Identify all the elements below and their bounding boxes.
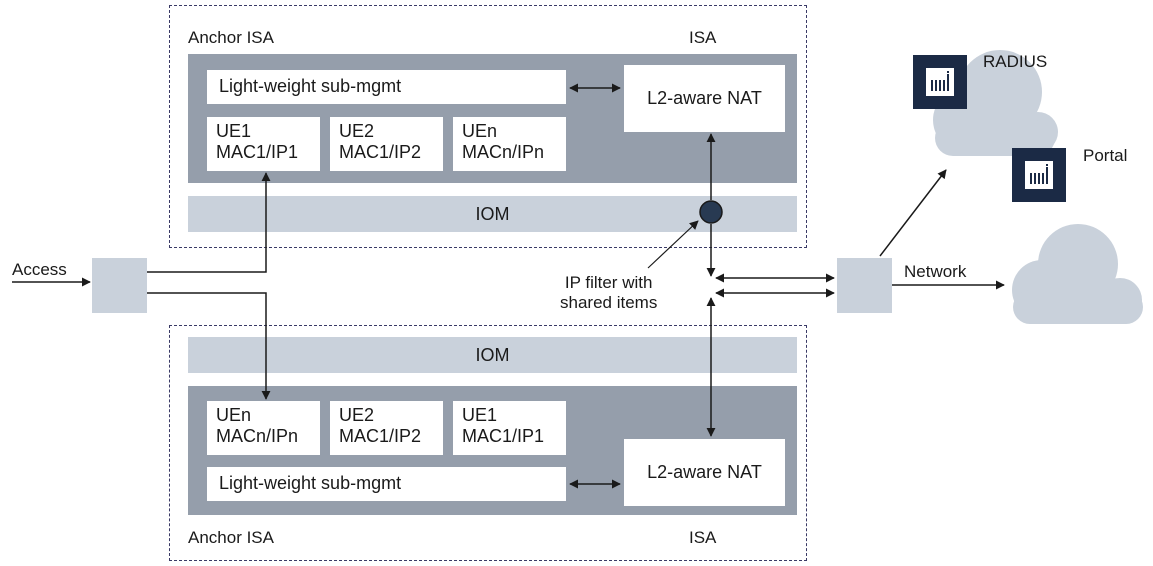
top-sub-mgmt-box: Light-weight sub-mgmt xyxy=(207,70,566,104)
top-ue-name: UEn xyxy=(462,121,498,141)
network-node xyxy=(837,258,892,313)
ip-filter-label: IP filter with shared items xyxy=(560,273,657,313)
top-ue-box-1: UE1 MAC1/IP1 xyxy=(207,117,320,171)
access-label: Access xyxy=(12,260,67,279)
access-to-top-arrow xyxy=(147,172,271,273)
portal-server-icon xyxy=(1012,148,1066,202)
ip-filter-node xyxy=(699,200,723,224)
radius-server-icon xyxy=(913,55,967,109)
bottom-anchor-isa-label: Anchor ISA xyxy=(188,528,274,547)
access-node xyxy=(92,258,147,313)
bottom-ue-box-1: UEn MACn/IPn xyxy=(207,401,320,455)
radius-cloud xyxy=(933,50,1058,156)
bottom-ue-address: MAC1/IP2 xyxy=(339,426,422,446)
top-ue-name: UE2 xyxy=(339,121,375,141)
radius-label: RADIUS xyxy=(983,52,1048,71)
network-to-radius-arrow xyxy=(879,169,947,257)
bottom-ue-address: MACn/IPn xyxy=(216,426,299,446)
top-nat-label: L2-aware NAT xyxy=(647,88,762,108)
ip-filter-line1: IP filter with xyxy=(564,273,653,292)
bottom-ue-name: UE2 xyxy=(339,405,375,425)
bottom-iom-bar: IOM xyxy=(188,337,797,373)
top-iom-label: IOM xyxy=(475,203,510,224)
top-ue-box-3: UEn MACn/IPn xyxy=(453,117,566,171)
bottom-ue-box-2: UE2 MAC1/IP2 xyxy=(330,401,443,455)
portal-label: Portal xyxy=(1083,146,1128,165)
top-anchor-group xyxy=(169,5,807,248)
top-nat-box: L2-aware NAT xyxy=(624,65,785,132)
top-ue-name: UE1 xyxy=(216,121,252,141)
network-label: Network xyxy=(904,262,967,281)
bottom-iom-label: IOM xyxy=(475,344,510,365)
bottom-nat-box: L2-aware NAT xyxy=(624,439,785,506)
bottom-ue-address: MAC1/IP1 xyxy=(462,426,545,446)
bottom-ue-name: UEn xyxy=(216,405,252,425)
top-ue-box-2: UE2 MAC1/IP2 xyxy=(330,117,443,171)
top-isa-label: ISA xyxy=(689,28,717,47)
top-ue-address: MACn/IPn xyxy=(462,142,545,162)
bottom-sub-mgmt-label: Light-weight sub-mgmt xyxy=(219,473,402,493)
bottom-anchor-group xyxy=(169,325,807,561)
top-ue-address: MAC1/IP1 xyxy=(216,142,299,162)
bottom-sub-mgmt-box: Light-weight sub-mgmt xyxy=(207,467,566,501)
bottom-ue-name: UE1 xyxy=(462,405,498,425)
network-cloud xyxy=(1012,224,1143,324)
bottom-isa-label: ISA xyxy=(689,528,717,547)
bottom-ue-box-3: UE1 MAC1/IP1 xyxy=(453,401,566,455)
access-to-bottom-arrow xyxy=(147,292,271,400)
top-ue-address: MAC1/IP2 xyxy=(339,142,422,162)
ip-filter-line2: shared items xyxy=(560,293,658,312)
top-sub-mgmt-label: Light-weight sub-mgmt xyxy=(219,76,402,96)
bottom-nat-label: L2-aware NAT xyxy=(647,462,762,482)
top-anchor-isa-label: Anchor ISA xyxy=(188,28,274,47)
filter-callout-arrow xyxy=(647,220,699,269)
